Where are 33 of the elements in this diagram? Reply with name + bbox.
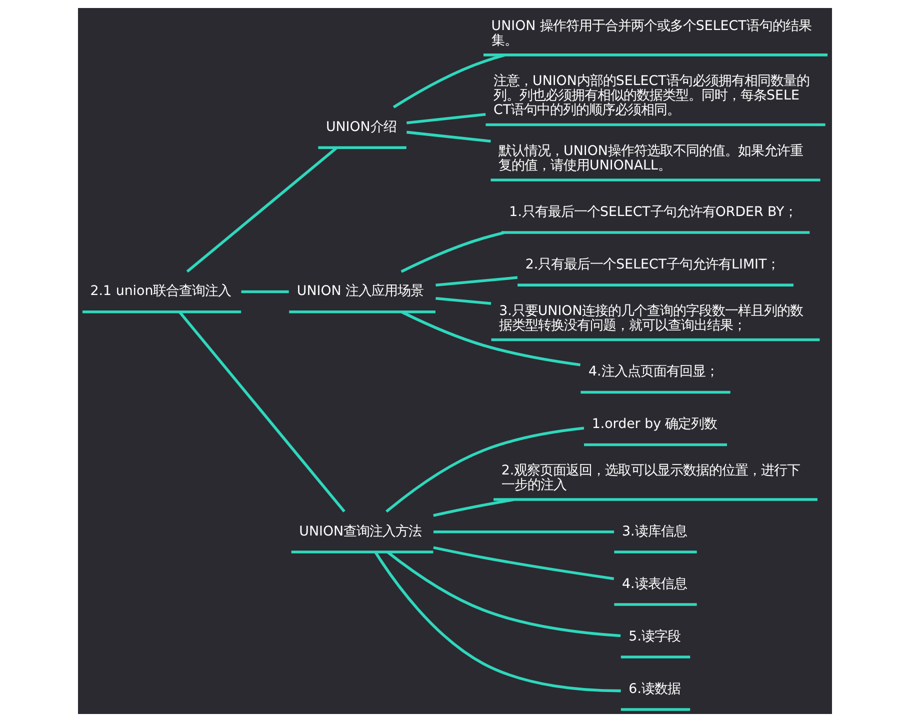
node-text: 5.读字段 (628, 629, 680, 644)
node-text: 2.1 union联合查询注入 (90, 284, 231, 300)
node-text: 2.观察页面返回，选取可以显示数据的位置，进行下一步的注入 (500, 463, 800, 494)
connector (435, 297, 491, 305)
connector (374, 552, 620, 692)
connector (400, 310, 580, 366)
connector (386, 550, 620, 638)
connector (406, 130, 490, 143)
connector (432, 498, 514, 517)
node-text: 4.注入点页面有回显； (588, 364, 718, 380)
node-text: 4.读表信息 (621, 576, 686, 592)
connector (400, 231, 504, 273)
node-text: UNION 操作符用于合并两个或多个SELECT语句的结果集。 (490, 18, 811, 48)
node-text: 3.只要UNION连接的几个查询的字段数一样且列的数据类型转换没有问题，就可以查询出结果； (498, 304, 803, 334)
connector (435, 276, 518, 286)
connector (385, 426, 584, 513)
connector (240, 290, 288, 294)
node-text: 3.读库信息 (621, 524, 686, 540)
node-text: 默认情况，UNION操作符选取不同的值。如果允许重复的值，请使用UNIONALL。 (498, 144, 802, 174)
node-text: UNION 注入应用场景 (296, 284, 424, 300)
connector (186, 146, 338, 273)
node-text: 1.order by 确定列数 (591, 417, 717, 432)
connector (432, 530, 614, 534)
connector (406, 113, 486, 124)
node-text: 2.只有最后一个SELECT子句允许有LIMIT； (524, 257, 780, 272)
node-text: UNION介绍 (325, 120, 396, 135)
node-text: 1.只有最后一个SELECT子句允许有ORDER BY； (508, 204, 797, 220)
connector (178, 311, 345, 512)
connector (432, 546, 614, 580)
node-text: 6.读数据 (628, 682, 680, 697)
node-text: 注意，UNION内部的SELECT语句必须拥有相同数量的列。列也必须拥有相似的数据类型。同时，每条SELECT语句中的列的顺序必须相同。 (493, 74, 809, 118)
node-text: UNION查询注入方法 (298, 524, 421, 540)
connector (392, 54, 505, 108)
